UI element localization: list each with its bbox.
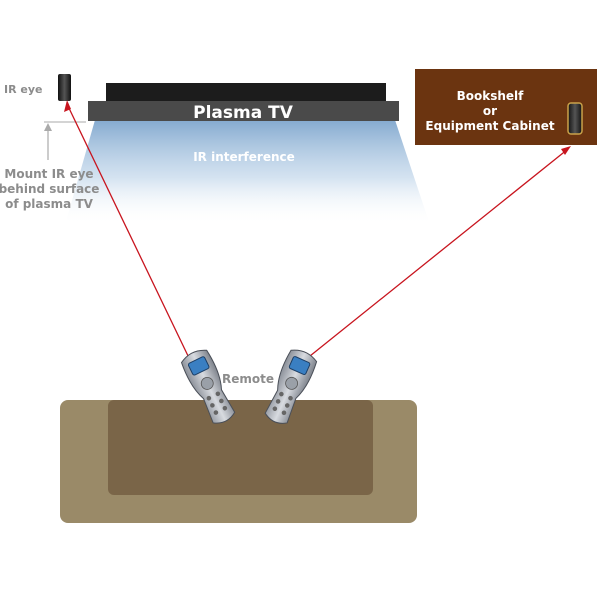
couch-seat [108, 400, 373, 495]
plasma-tv-bezel [88, 101, 399, 121]
ir-eye-icon [58, 74, 71, 101]
remote-left-screen-icon [187, 356, 210, 376]
ir-beam-to-eye-arrowhead [64, 100, 71, 112]
remote-right-screen-icon [288, 356, 311, 375]
ir-beam-to-cabinet [304, 148, 569, 361]
mount-note-line-2: behind surface [0, 182, 99, 196]
remote-right [264, 349, 318, 424]
remote-label: Remote [222, 372, 274, 386]
ir-interference-cone [65, 120, 430, 225]
mount-arrow-head [44, 123, 52, 131]
ir-beam-to-cabinet-arrowhead [561, 146, 571, 155]
ir-interference-label: IR interference [193, 150, 295, 164]
ir-eye-label: IR eye [4, 83, 42, 96]
plasma-tv-screen [106, 83, 386, 103]
mount-note-line-3: of plasma TV [5, 197, 94, 211]
mount-note-line-1: Mount IR eye [4, 167, 93, 181]
equipment-cabinet [415, 69, 597, 145]
cabinet-label-line-3: Equipment Cabinet [425, 119, 554, 133]
cabinet-label-line-2: or [483, 104, 497, 118]
ir-beam-to-eye [66, 103, 191, 361]
cabinet-label-line-1: Bookshelf [457, 89, 525, 103]
plasma-tv-label: Plasma TV [193, 103, 294, 123]
cabinet-ir-receiver-icon [567, 102, 583, 135]
remote-left [180, 349, 236, 424]
